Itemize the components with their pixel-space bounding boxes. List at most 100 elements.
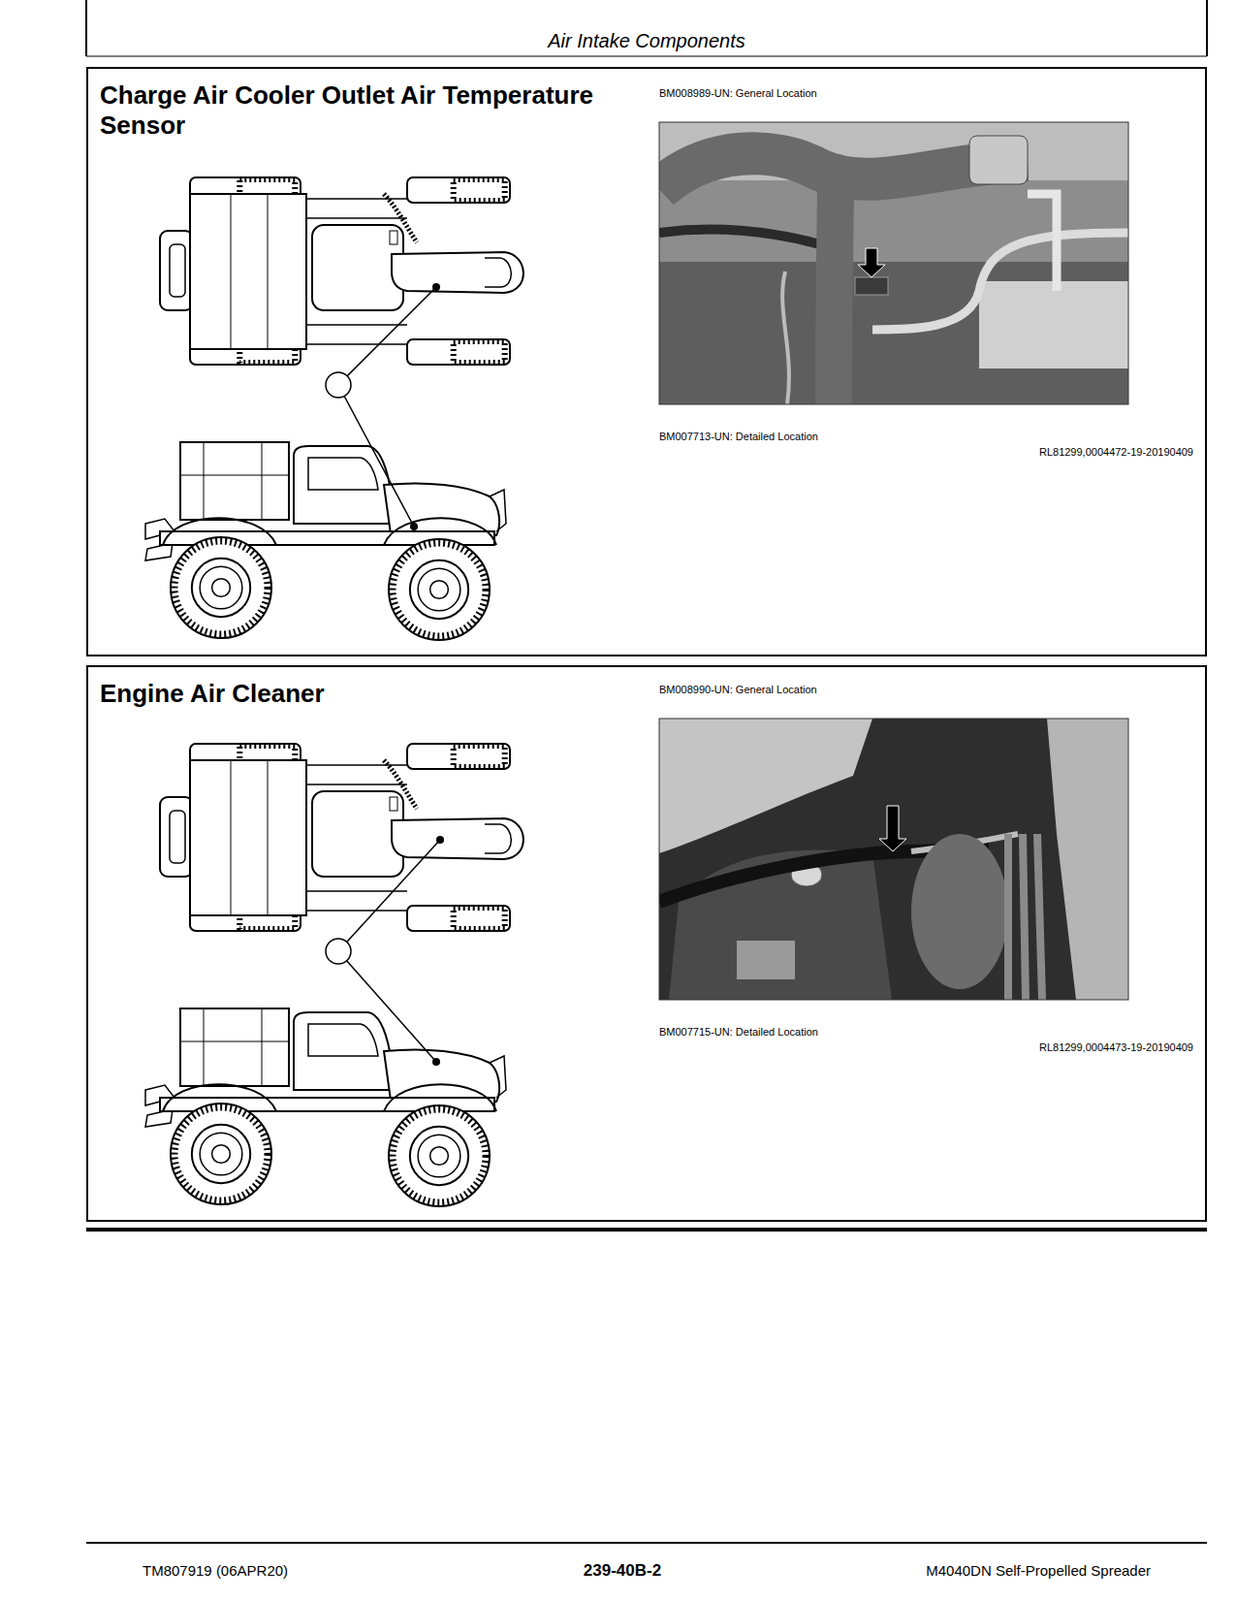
rim	[191, 1124, 251, 1183]
rim-inner	[199, 1132, 243, 1175]
hose-clamp	[969, 135, 1028, 185]
location-arrow	[879, 805, 907, 852]
document-reference: RL81299,0004473-19-20190409	[1039, 1041, 1194, 1053]
fan-housing	[911, 833, 1009, 989]
hitch	[159, 230, 193, 311]
bin-line	[267, 193, 269, 349]
hood-grille	[484, 824, 511, 854]
hose	[659, 229, 834, 249]
charge-air-pipe	[833, 179, 836, 405]
figure-caption: BM008989-UN: General Location	[659, 87, 818, 99]
tire-tread	[174, 1107, 268, 1201]
front-bracket	[489, 489, 507, 532]
tire-top-view	[407, 905, 510, 931]
cab-window	[308, 1023, 379, 1056]
hoses	[1008, 833, 1043, 1000]
page-number: 239-40B-2	[583, 1560, 662, 1581]
hitch-inner	[169, 244, 186, 297]
figure-caption: BM008990-UN: General Location	[659, 683, 818, 696]
photo	[659, 718, 1129, 1000]
tire-tread	[392, 1109, 486, 1203]
cab-detail	[389, 796, 398, 811]
location-dot	[410, 522, 418, 531]
cab-window	[308, 457, 379, 490]
document-reference: RL81299,0004472-19-20190409	[1039, 445, 1194, 458]
machine-views	[145, 177, 524, 640]
tire-tread-top	[453, 745, 506, 767]
location-dot	[436, 835, 444, 844]
location-arrow	[857, 248, 886, 278]
bin-side	[180, 442, 289, 520]
rim	[410, 1126, 469, 1185]
bin-line	[230, 193, 232, 349]
bin-frame	[180, 1008, 289, 1086]
tube	[872, 232, 1129, 330]
machine-views	[145, 743, 524, 1206]
bin-side	[180, 1008, 289, 1086]
rim	[410, 560, 469, 619]
header-border	[1205, 0, 1208, 57]
cab-detail	[389, 230, 398, 245]
hood-panel	[659, 718, 873, 854]
bin-frame	[180, 442, 289, 520]
bin-line	[230, 760, 232, 916]
tire-top-view	[407, 339, 510, 365]
rim-inner	[417, 568, 461, 611]
section-panel: Charge Air Cooler Outlet Air Temperature…	[86, 66, 1207, 657]
photo-ground	[659, 718, 1129, 1000]
location-dot	[432, 1057, 441, 1066]
tube	[1027, 193, 1057, 291]
photo-frame	[659, 122, 1129, 405]
front-bracket	[489, 1055, 507, 1098]
tire-tread-top	[453, 907, 506, 929]
tire-tread-top	[453, 179, 506, 201]
cab-top	[312, 791, 404, 877]
header-rule	[86, 56, 1207, 58]
hitch-inner	[169, 810, 186, 863]
section-heading: Engine Air Cleaner	[99, 678, 658, 709]
hub	[212, 578, 231, 598]
bracket	[979, 281, 1129, 369]
tire	[388, 1105, 490, 1206]
sensor	[855, 277, 888, 295]
tire-tread	[392, 542, 486, 636]
location-dot	[432, 283, 441, 291]
spreader-bin	[190, 760, 307, 916]
leader-line	[338, 839, 441, 1062]
manual-number: TM807919 (06APR20)	[142, 1561, 288, 1579]
tire-top-view	[407, 177, 510, 203]
tire-top-view	[407, 743, 510, 769]
leader-line	[338, 286, 437, 527]
side-panel	[1046, 718, 1129, 1000]
callout-circle	[325, 372, 351, 398]
hub	[430, 1146, 449, 1166]
section-heading: Charge Air Cooler Outlet Air Temperature…	[99, 80, 658, 141]
section-panel: Engine Air Cleaner	[86, 665, 1207, 1222]
hood-grille	[484, 257, 511, 287]
hitch	[159, 796, 193, 877]
hood-top	[391, 252, 524, 293]
tire-tread	[174, 540, 268, 634]
cab-top	[312, 224, 404, 311]
hood-top	[391, 818, 524, 859]
bracket	[736, 940, 795, 980]
tire	[170, 1103, 272, 1205]
header-border	[85, 0, 88, 57]
photo-ground	[659, 122, 1129, 405]
callout-circle	[325, 938, 351, 964]
photo	[659, 122, 1129, 405]
tire	[170, 537, 272, 638]
cab-side	[293, 1012, 392, 1090]
figure-caption: BM007715-UN: Detailed Location	[659, 1025, 819, 1038]
rim	[191, 558, 251, 617]
hub	[430, 580, 449, 600]
page-header-title: Air Intake Components	[547, 30, 745, 53]
footer-rule	[86, 1541, 1207, 1544]
spreader-bin	[190, 193, 307, 349]
tire	[388, 538, 490, 640]
wire	[782, 271, 790, 405]
rim-inner	[199, 566, 243, 609]
